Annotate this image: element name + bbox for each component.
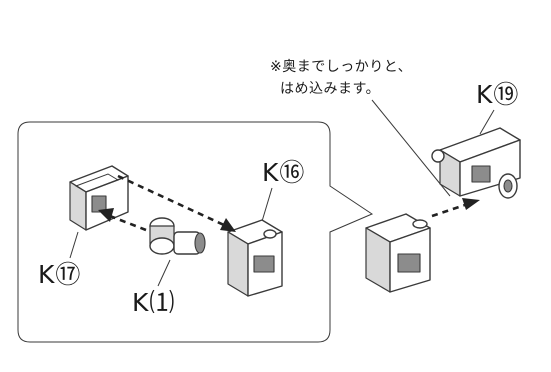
k21-connector-part [149, 217, 206, 255]
part-label-k16: K⑯ [262, 158, 306, 187]
k21-leader-line [157, 259, 171, 287]
part-label-k19: K⑲ [476, 80, 520, 109]
detail-callout-frame [17, 121, 374, 343]
insertion-note-line2: はめ込みます。 [280, 81, 381, 97]
main-assembly-block [365, 213, 431, 293]
part-label-k21: K⑴ [132, 288, 176, 317]
k17-to-k16-dashed-arrow [117, 174, 227, 228]
block-to-k19-arrowhead [462, 198, 480, 210]
k19-bracket-part [431, 127, 521, 199]
k17-end-cap-part [69, 165, 129, 231]
block-to-k19-dashed-arrow [431, 202, 469, 218]
part-label-k17: K⑰ [38, 260, 82, 289]
k21-to-k17-arrowhead [98, 208, 114, 222]
note-leader-line [371, 99, 451, 197]
k16-block-part [227, 219, 283, 297]
insertion-note-line1: ※奥までしっかりと、 [270, 59, 413, 75]
k19-leader-line [479, 109, 495, 135]
k17-leader-line [69, 231, 79, 259]
k17-to-k16-arrowhead [220, 218, 236, 232]
